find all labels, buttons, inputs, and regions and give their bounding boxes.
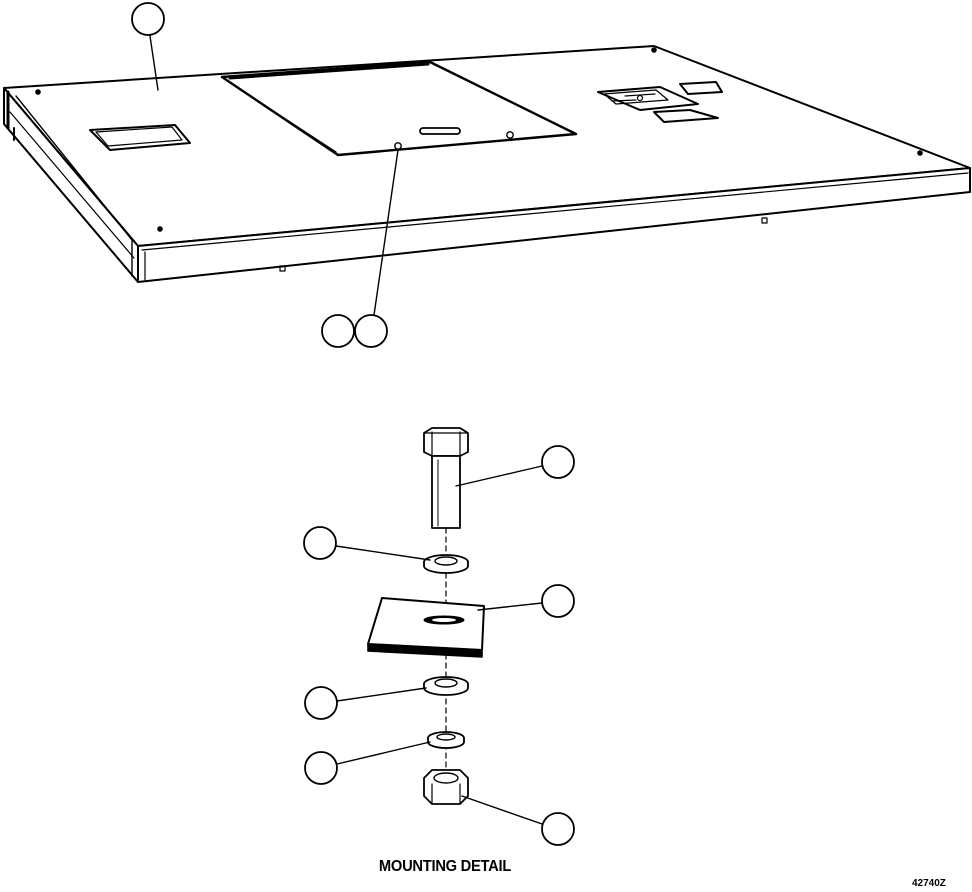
access-cover [222,62,576,155]
panel-left-edge [4,88,138,282]
figure-number: 42740Z [912,878,946,889]
callout-washer-lower [305,687,426,719]
floor-panel [4,46,970,282]
flat-washer-lower [424,677,468,695]
handle-opening [90,125,190,150]
panel-mounting-holes [36,48,922,231]
callout-nut [462,796,574,845]
lockwasher [428,732,464,748]
callout-bolt [456,446,574,486]
callout-lockwasher [305,742,430,784]
flat-washer-upper [424,555,468,573]
detail-caption: MOUNTING DETAIL [378,858,512,875]
control-cutouts [598,82,722,122]
callout-washer-upper [304,527,430,560]
callout-cover-a [322,315,354,347]
callout-panel [132,3,164,90]
hex-bolt [424,428,468,528]
mounting-plate [368,598,484,657]
hex-nut [424,770,468,804]
callout-cover-b [355,150,398,347]
callout-mounting-plate [478,585,574,617]
